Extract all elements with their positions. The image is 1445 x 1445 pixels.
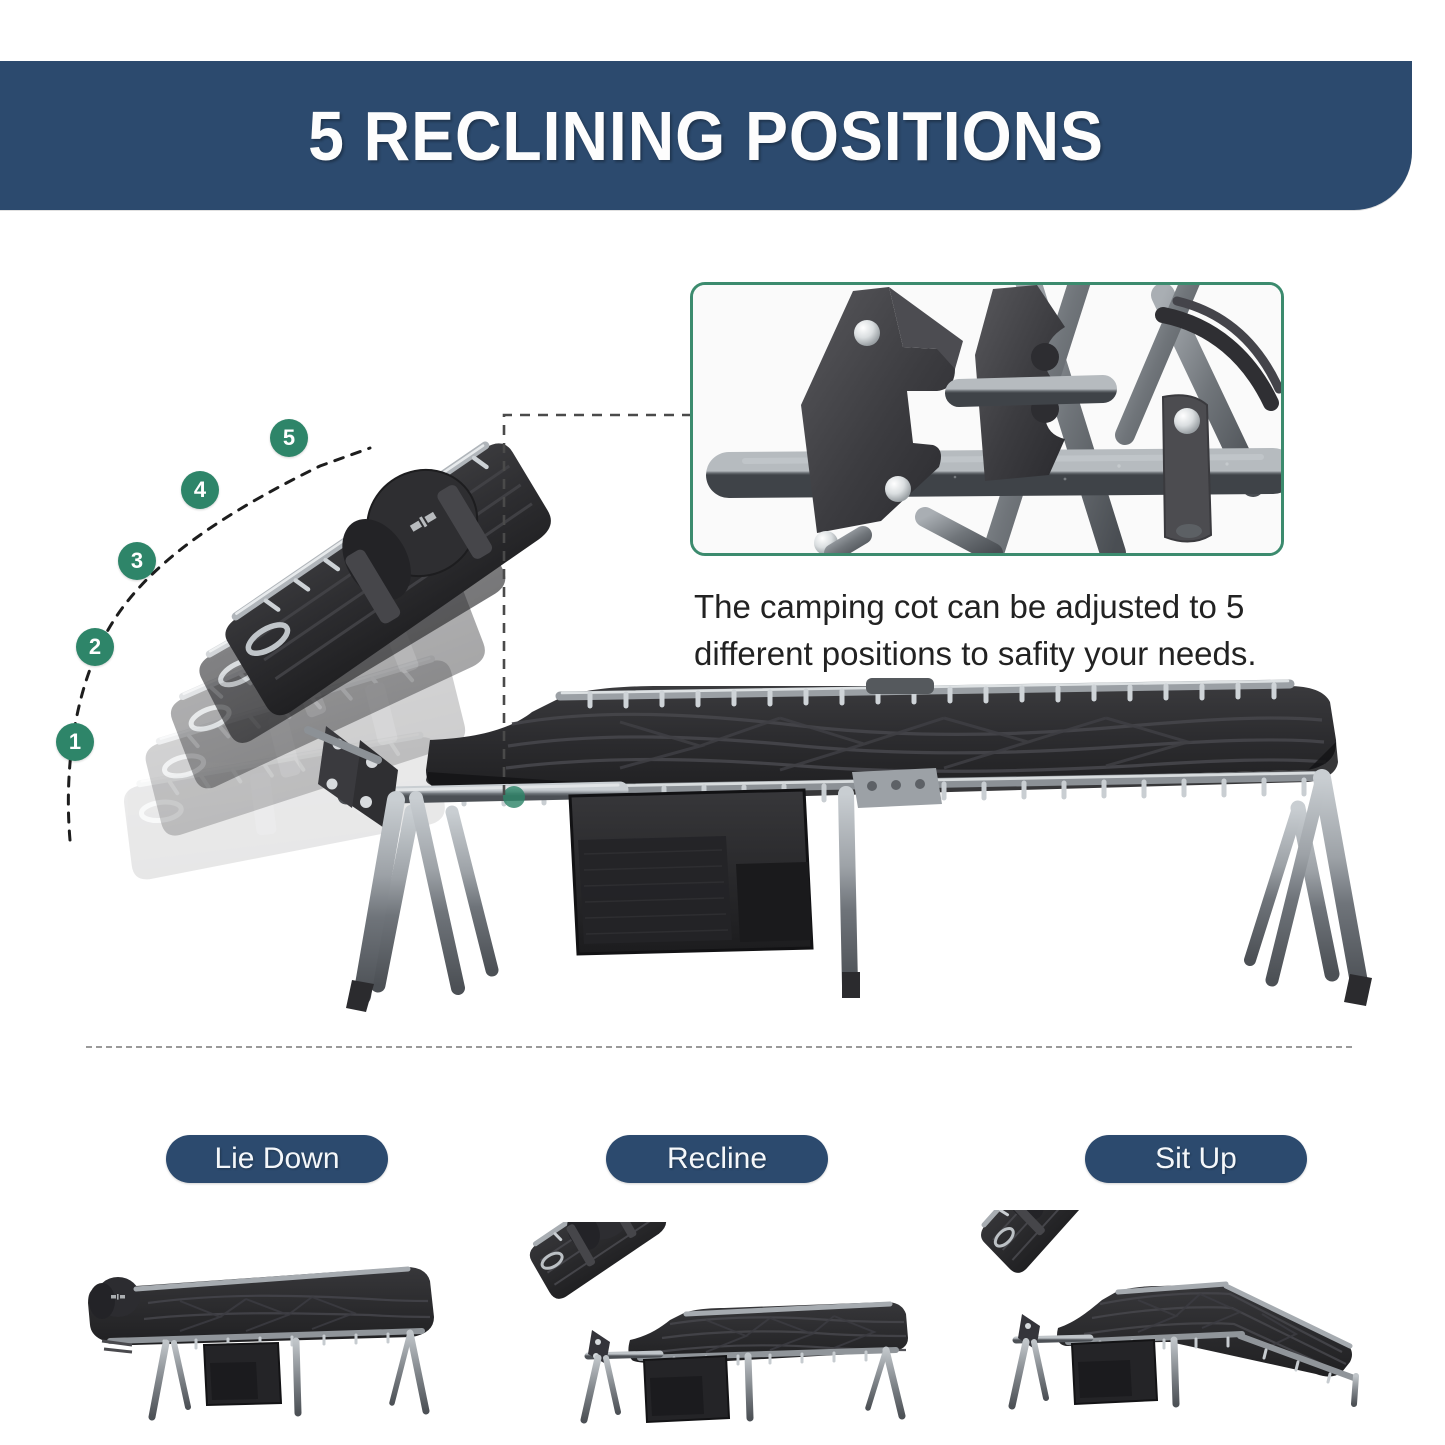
- position-marker-4: 4: [181, 471, 219, 509]
- rivet: [1174, 408, 1200, 434]
- cot-mattress: [426, 686, 1338, 800]
- cot-backrest: [225, 441, 551, 716]
- mode-label-lie-down: Lie Down: [166, 1135, 388, 1183]
- detail-leader-line: [502, 413, 695, 795]
- detail-inset-panel: [690, 282, 1284, 556]
- cot-hinge-plate: [852, 768, 942, 808]
- side-storage-pocket: [568, 788, 814, 956]
- rivet: [885, 476, 911, 502]
- cot-front-legs: [353, 769, 1369, 1005]
- thumb-pocket: [1070, 1338, 1159, 1406]
- thumb-pocket: [642, 1354, 731, 1424]
- thumb-headrest: [89, 1277, 140, 1319]
- mode-label-sit-up: Sit Up: [1085, 1135, 1307, 1183]
- position-marker-1-label: 1: [68, 729, 82, 754]
- mode-label-sit-up-text: Sit Up: [1155, 1142, 1237, 1175]
- header-banner: 5 RECLINING POSITIONS: [0, 61, 1412, 210]
- position-marker-2: 2: [76, 628, 114, 666]
- mode-label-lie-down-text: Lie Down: [214, 1142, 340, 1175]
- position-marker-5: 5: [270, 419, 308, 457]
- page-title: 5 RECLINING POSITIONS: [308, 96, 1104, 175]
- position-marker-2-label: 2: [88, 634, 102, 659]
- cot-top-rail: [555, 678, 1295, 709]
- description-line-2: different positions to safity your needs…: [694, 634, 1257, 672]
- position-marker-5-label: 5: [282, 425, 296, 450]
- main-product-illustration: [60, 441, 1372, 1012]
- mode-label-recline-text: Recline: [666, 1142, 768, 1175]
- position-marker-1: 1: [56, 723, 94, 761]
- cot-foot-caps: [346, 972, 1372, 1012]
- position-marker-4-label: 4: [193, 477, 207, 502]
- mode-label-recline: Recline: [606, 1135, 828, 1183]
- adjustment-bracket-closeup: [693, 285, 1281, 553]
- detail-anchor-dot: [503, 786, 525, 808]
- thumbnail-lie-down: [88, 1266, 434, 1421]
- rivet: [854, 320, 880, 346]
- thumbnail-sit-up: [981, 1210, 1359, 1410]
- position-marker-3: 3: [118, 542, 156, 580]
- brand-logo: [409, 511, 437, 532]
- position-marker-3-label: 3: [130, 548, 144, 573]
- thumb-pocket: [202, 1341, 283, 1407]
- description-line-1: The camping cot can be adjusted to 5: [694, 588, 1245, 625]
- recline-arc-path: [66, 446, 372, 842]
- section-divider: [86, 1046, 1352, 1048]
- description-text: The camping cot can be adjusted to 5 dif…: [694, 584, 1344, 678]
- thumbnail-recline: [529, 1222, 908, 1424]
